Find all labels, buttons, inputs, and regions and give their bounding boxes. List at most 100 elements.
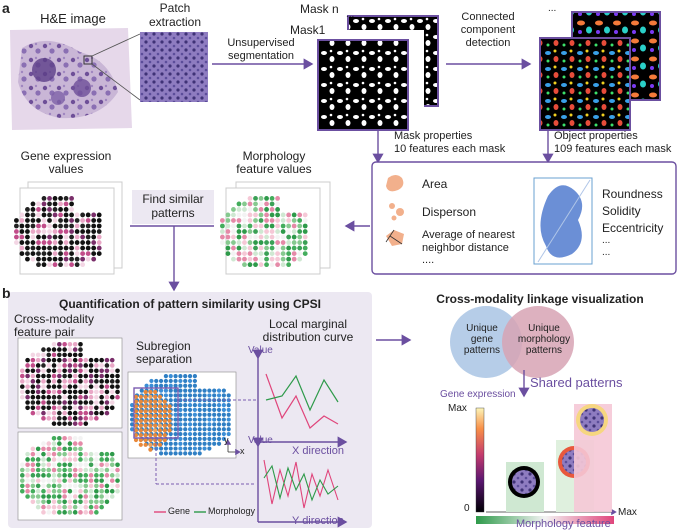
spot bbox=[253, 223, 258, 229]
spot bbox=[178, 412, 183, 417]
spot bbox=[20, 394, 25, 400]
spot bbox=[258, 196, 264, 201]
morph-values-line1: Morphology bbox=[242, 149, 306, 163]
spot bbox=[41, 352, 46, 358]
spot bbox=[280, 251, 286, 256]
spot bbox=[221, 402, 226, 408]
spot bbox=[69, 240, 74, 245]
spot bbox=[57, 473, 62, 478]
spot bbox=[25, 218, 30, 223]
spot bbox=[168, 451, 173, 456]
spot bbox=[138, 433, 143, 438]
spot bbox=[226, 412, 231, 417]
spot bbox=[46, 451, 52, 457]
spot bbox=[57, 421, 62, 426]
spot bbox=[30, 451, 36, 457]
spot bbox=[99, 368, 104, 374]
spot bbox=[280, 256, 286, 262]
colorbar-zero-label: 0 bbox=[464, 503, 470, 514]
spot bbox=[258, 207, 264, 212]
spot bbox=[115, 473, 120, 478]
spot bbox=[19, 251, 25, 256]
spot bbox=[91, 240, 97, 245]
spot bbox=[197, 451, 202, 456]
spot bbox=[46, 400, 52, 405]
spot bbox=[62, 436, 67, 441]
spot bbox=[94, 379, 99, 384]
spot bbox=[202, 431, 207, 437]
spot bbox=[173, 398, 178, 403]
spot bbox=[192, 431, 197, 437]
unique-gene-line3: patterns bbox=[463, 345, 501, 356]
spot bbox=[83, 410, 89, 416]
spot bbox=[183, 441, 188, 446]
connected-label-line3: detection bbox=[465, 37, 511, 49]
spot bbox=[109, 389, 115, 395]
spot bbox=[57, 504, 62, 510]
spot bbox=[115, 394, 120, 400]
value-label-1: Value bbox=[248, 345, 273, 356]
spot bbox=[52, 245, 58, 251]
spot bbox=[231, 256, 236, 262]
spot bbox=[51, 421, 57, 426]
spot bbox=[62, 352, 67, 358]
spot bbox=[253, 256, 258, 262]
spot bbox=[275, 251, 280, 256]
spot bbox=[30, 394, 36, 400]
spot bbox=[78, 473, 83, 478]
spot bbox=[72, 446, 78, 452]
spot bbox=[94, 457, 99, 462]
spot bbox=[153, 404, 158, 409]
spot bbox=[62, 405, 67, 411]
spot bbox=[25, 394, 30, 400]
spot bbox=[187, 407, 193, 413]
spot bbox=[297, 229, 303, 234]
spot bbox=[36, 201, 41, 207]
spot bbox=[207, 412, 212, 417]
spot bbox=[216, 402, 222, 408]
spot bbox=[187, 446, 193, 451]
spot bbox=[41, 223, 47, 229]
spot bbox=[85, 223, 91, 229]
spot bbox=[275, 229, 280, 234]
spot bbox=[72, 373, 78, 379]
spot bbox=[46, 473, 52, 478]
spot bbox=[20, 373, 25, 379]
spot bbox=[168, 374, 173, 379]
spot bbox=[63, 262, 69, 268]
spot bbox=[94, 499, 99, 505]
spot bbox=[91, 251, 97, 256]
spot bbox=[46, 352, 52, 358]
spot bbox=[41, 373, 46, 379]
spot bbox=[57, 510, 62, 515]
spot bbox=[138, 399, 143, 404]
spot bbox=[162, 409, 167, 414]
spot bbox=[269, 234, 275, 240]
spot bbox=[207, 422, 212, 427]
spot bbox=[183, 388, 188, 393]
spot bbox=[163, 446, 169, 451]
spot bbox=[192, 412, 197, 417]
spot bbox=[148, 399, 153, 404]
spot bbox=[220, 223, 225, 229]
spot bbox=[51, 488, 57, 494]
axis-y-label: y bbox=[224, 435, 229, 445]
spot bbox=[83, 416, 89, 421]
spot bbox=[242, 262, 247, 268]
spot bbox=[221, 393, 226, 398]
spot bbox=[168, 383, 173, 388]
spot bbox=[80, 212, 86, 218]
spot bbox=[52, 223, 58, 229]
spot bbox=[41, 467, 46, 473]
spot bbox=[99, 357, 104, 363]
spot bbox=[212, 417, 217, 422]
spot bbox=[178, 417, 183, 422]
axis-x-label: x bbox=[240, 446, 245, 456]
spot bbox=[67, 510, 73, 515]
spot bbox=[183, 393, 188, 398]
spot bbox=[99, 478, 104, 483]
spot bbox=[67, 347, 73, 352]
spot bbox=[157, 399, 163, 404]
spot bbox=[46, 357, 52, 363]
spot bbox=[83, 451, 89, 457]
